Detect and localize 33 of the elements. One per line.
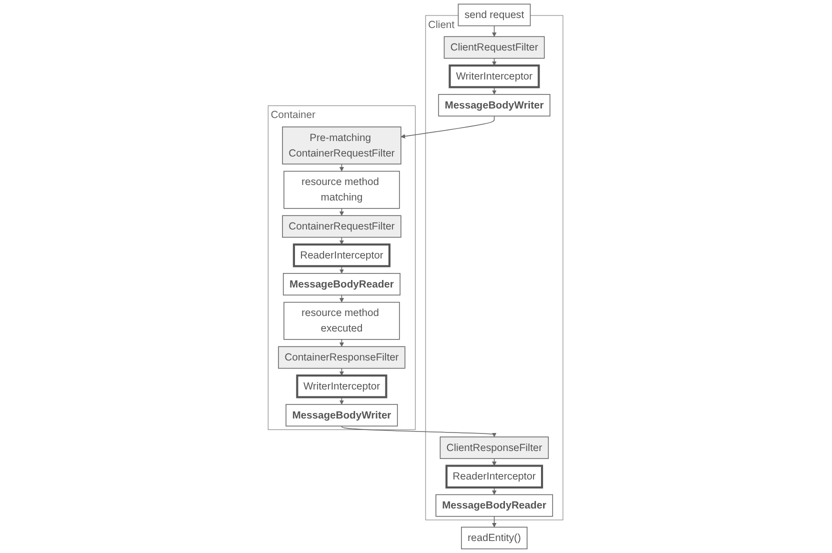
- arrow: [492, 86, 497, 95]
- node-box: resource method executed: [284, 302, 400, 340]
- node-box: ClientResponseFilter: [440, 436, 550, 459]
- node-box: MessageBodyWriter: [438, 94, 551, 116]
- arrow: [340, 368, 344, 376]
- node-box: readEntity(): [461, 526, 528, 550]
- arrow: [401, 116, 496, 139]
- arrow: [340, 164, 344, 172]
- node-box: MessageBodyReader: [436, 494, 554, 517]
- arrow: [340, 396, 344, 405]
- arrow: [340, 208, 344, 216]
- arrow: [340, 339, 344, 347]
- arrow: [492, 58, 497, 66]
- arrow: [340, 266, 344, 274]
- node-box: ReaderInterceptor: [293, 243, 391, 268]
- node-box: send request: [458, 4, 532, 26]
- node-box: ContainerRequestFilter: [282, 215, 402, 238]
- node-box: WriterInterceptor: [449, 64, 540, 88]
- node-box: WriterInterceptor: [296, 374, 388, 398]
- node-box: MessageBodyWriter: [286, 404, 398, 426]
- node-box: Pre-matching ContainerRequestFilter: [282, 126, 402, 164]
- arrow: [340, 294, 344, 302]
- arrow: [492, 25, 497, 37]
- node-box: ClientRequestFilter: [444, 36, 546, 59]
- arrow: [492, 487, 497, 495]
- node-box: resource method matching: [284, 170, 400, 209]
- arrow: [492, 458, 497, 466]
- node-box: ReaderInterceptor: [446, 464, 544, 488]
- arrow: [340, 236, 344, 245]
- arrow: [342, 426, 497, 438]
- node-box: ContainerResponseFilter: [278, 346, 406, 369]
- arrow: [492, 516, 497, 528]
- node-box: MessageBodyReader: [283, 273, 401, 296]
